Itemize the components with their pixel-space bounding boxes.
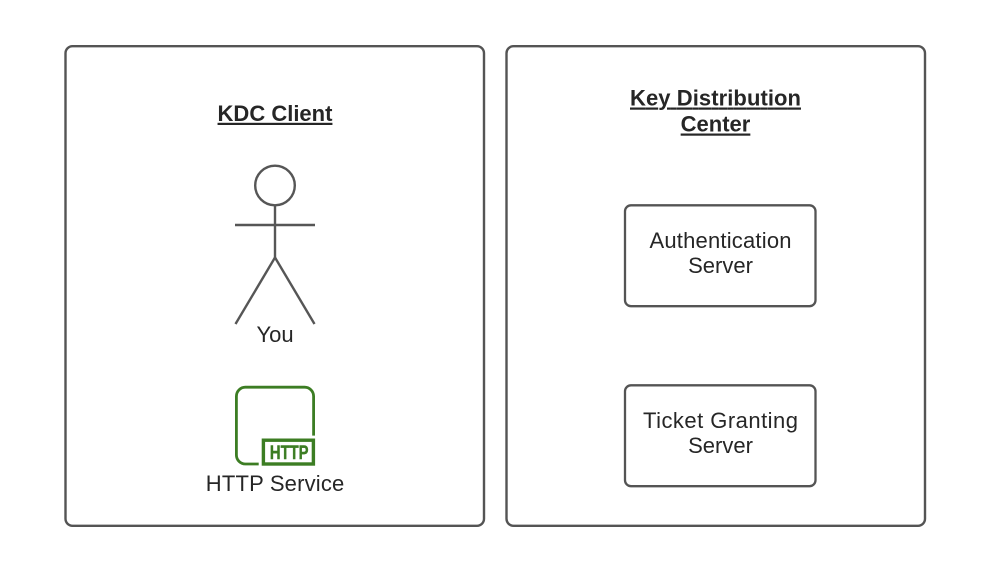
svg-text:KDC Client: KDC Client [218, 101, 334, 126]
svg-text:Center: Center [681, 112, 751, 137]
svg-text:HTTP Service: HTTP Service [206, 471, 345, 496]
svg-text:HTTP: HTTP [270, 442, 309, 463]
svg-text:Key Distribution: Key Distribution [630, 86, 801, 111]
svg-text:Server: Server [688, 253, 753, 278]
svg-text:Ticket Granting: Ticket Granting [643, 408, 798, 433]
svg-text:Authentication: Authentication [650, 228, 792, 253]
svg-text:Server: Server [688, 433, 753, 458]
svg-text:You: You [256, 322, 293, 347]
